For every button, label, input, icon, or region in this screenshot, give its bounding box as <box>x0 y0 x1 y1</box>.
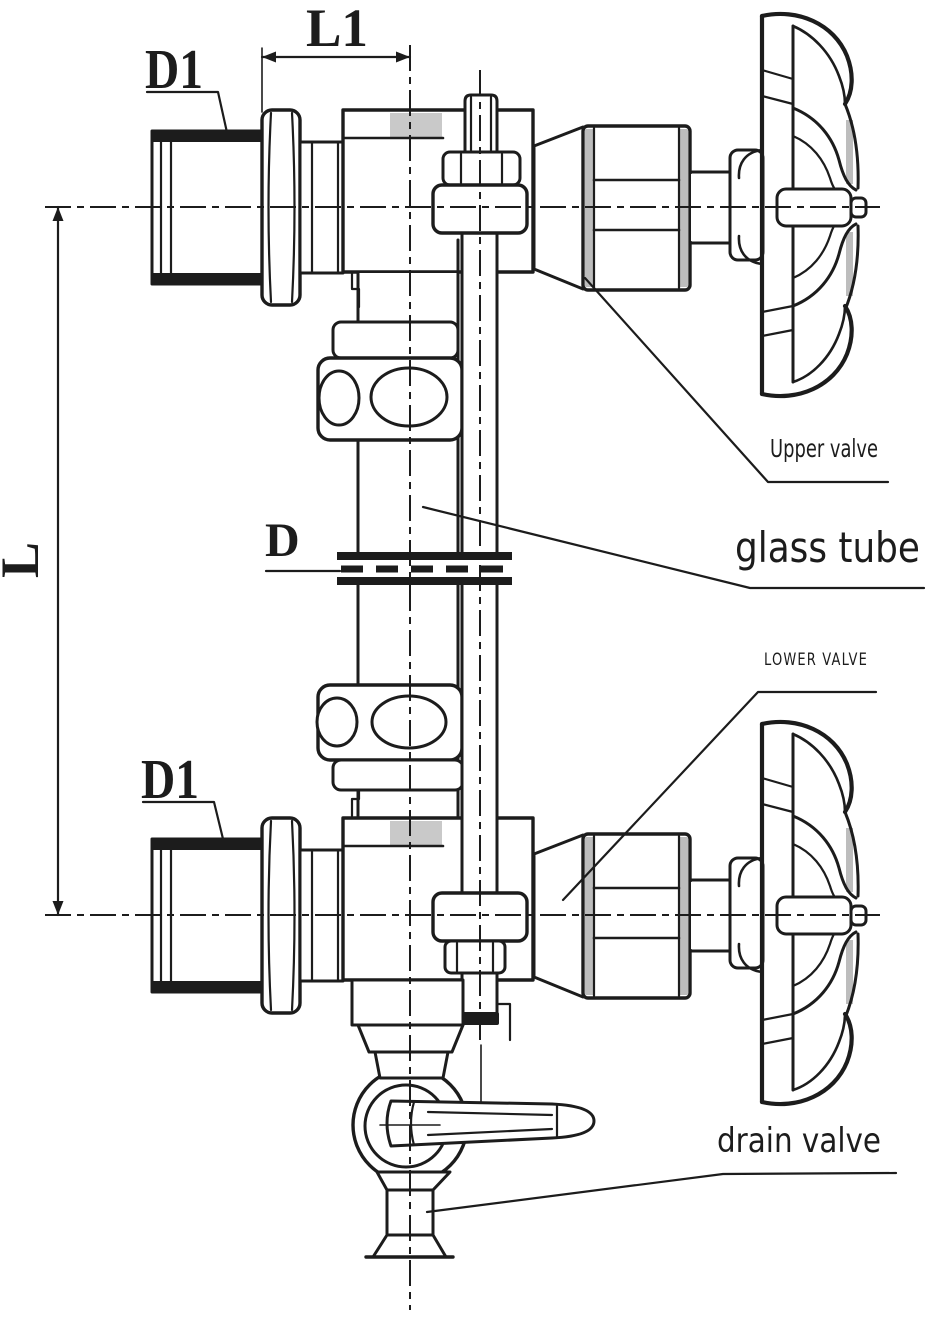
step-upper <box>350 270 361 309</box>
arrowhead <box>52 901 64 915</box>
annotation-drain-valve: drain valve <box>425 1121 898 1214</box>
gland-sub-nut <box>443 939 507 975</box>
lower-flange-block <box>315 683 465 792</box>
leader-line <box>583 276 890 484</box>
dimension-d1-top: D1 <box>145 39 230 139</box>
centerlines <box>45 45 880 1310</box>
drain-lever-handle <box>385 1099 596 1148</box>
handwheel-icon <box>759 11 868 399</box>
drain-neck-upper <box>373 1050 450 1080</box>
annotation-glass-tube: glass tube <box>421 505 926 590</box>
drain-valve-assembly <box>350 978 596 1259</box>
dim-label-l1: L1 <box>306 0 368 58</box>
label-drain-valve: drain valve <box>717 1121 881 1161</box>
label-glass-tube: glass tube <box>735 523 920 572</box>
arrowhead <box>396 51 410 63</box>
leader-line <box>421 505 926 590</box>
tie-rod <box>460 231 512 1129</box>
bolt-hole-oval <box>317 369 361 427</box>
dimension-l: L <box>0 205 64 917</box>
leader-line <box>425 1171 898 1214</box>
arrowhead <box>262 51 276 63</box>
drain-neck-lower <box>375 1170 452 1192</box>
arrowhead <box>52 207 64 221</box>
tube-coupling-band <box>337 552 512 585</box>
dimension-d1-bottom: D1 <box>141 749 226 845</box>
leader-line <box>561 690 878 902</box>
label-lower-valve: LOWER VALVE <box>764 650 868 670</box>
dimension-l1: L1 <box>260 0 412 113</box>
rod-bracket <box>495 1002 512 1042</box>
bolt-hole-oval <box>315 696 359 748</box>
label-upper-valve: Upper valve <box>770 434 878 463</box>
dim-label-d: D <box>265 514 300 567</box>
hex-nut <box>441 150 522 187</box>
dim-label-d1-bottom: D1 <box>141 749 199 811</box>
dim-label-l: L <box>0 542 50 578</box>
upper-flange-block <box>316 320 464 442</box>
drain-boss <box>350 978 465 1027</box>
glass-tube-column <box>315 238 465 818</box>
dim-label-d1-top: D1 <box>145 39 203 101</box>
annotation-upper-valve: Upper valve <box>583 276 890 484</box>
annotation-lower-valve: LOWER VALVE <box>561 650 878 902</box>
dimension-d: D <box>264 514 342 573</box>
